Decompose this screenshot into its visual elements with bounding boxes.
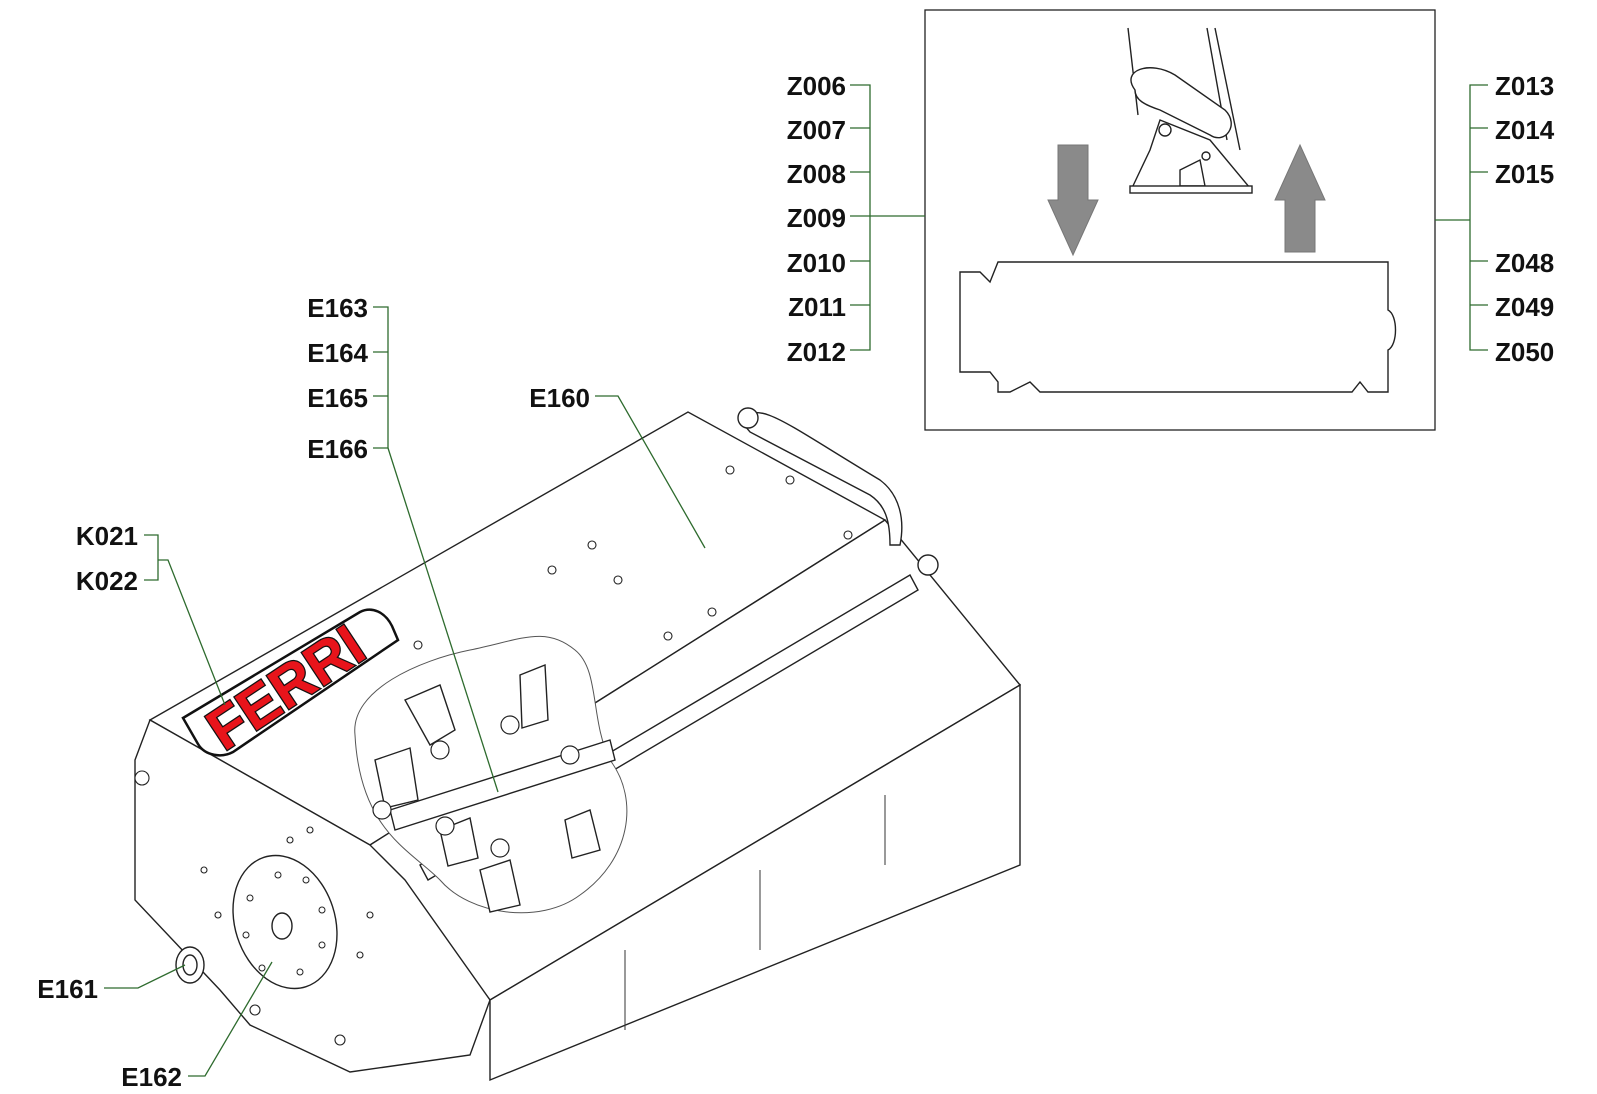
rotor-cutaway — [354, 635, 628, 914]
cover-label: E160 — [529, 383, 590, 413]
gearbox-stub — [175, 946, 205, 984]
part-label: Z014 — [1495, 115, 1555, 145]
down-arrow-icon — [1047, 144, 1099, 257]
leader-lines — [104, 84, 1488, 1077]
rotary-tiller-illustration: FERRI — [134, 407, 1022, 1082]
part-label: E164 — [307, 338, 368, 368]
part-label: Z049 — [1495, 292, 1554, 322]
gearbox-label: E161 — [37, 974, 98, 1004]
rotor-label-group: E163 E164 E165 E166 — [307, 293, 368, 464]
part-label: E166 — [307, 434, 368, 464]
part-label: Z012 — [787, 337, 846, 367]
inset-left-label-group: Z006 Z007 Z008 Z009 Z010 Z011 Z012 — [787, 71, 846, 367]
part-label: Z009 — [787, 203, 846, 233]
part-label: E165 — [307, 383, 368, 413]
part-label: Z013 — [1495, 71, 1554, 101]
part-label: K021 — [76, 521, 138, 551]
side-disc-label: E162 — [121, 1062, 182, 1089]
part-label: K022 — [76, 566, 138, 596]
part-label: Z007 — [787, 115, 846, 145]
part-label: Z006 — [787, 71, 846, 101]
part-label: Z050 — [1495, 337, 1554, 367]
inset-detail-box — [924, 9, 1436, 431]
decal-label-group: K021 K022 — [76, 521, 138, 596]
side-disc — [232, 854, 338, 990]
part-label: Z015 — [1495, 159, 1554, 189]
part-label: Z048 — [1495, 248, 1554, 278]
part-label: Z011 — [788, 292, 846, 322]
part-label: Z010 — [787, 248, 846, 278]
part-label: E163 — [307, 293, 368, 323]
up-arrow-icon — [1274, 143, 1326, 253]
part-label: Z008 — [787, 159, 846, 189]
inset-right-label-group: Z013 Z014 Z015 Z048 Z049 Z050 — [1495, 71, 1555, 367]
